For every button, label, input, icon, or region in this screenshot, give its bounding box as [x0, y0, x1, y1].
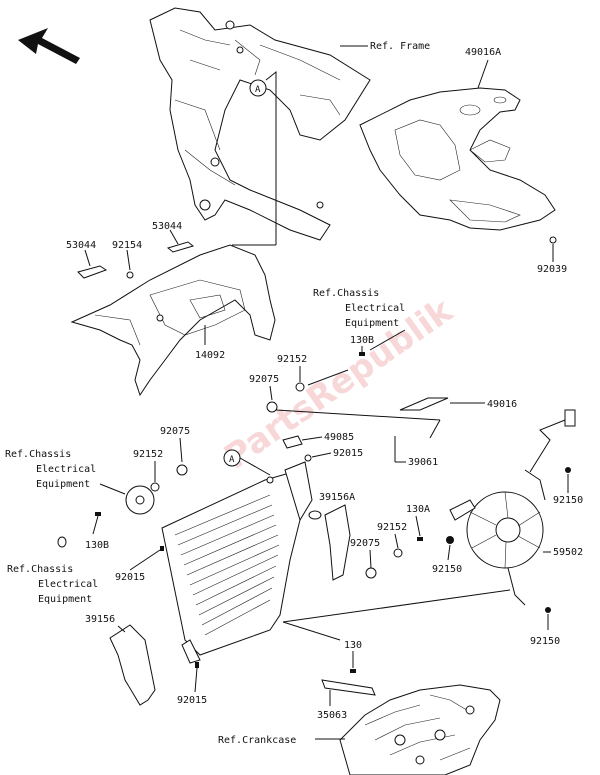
ref-chassis-callout-3: Ref.Chassis Electrical Equipment — [7, 564, 98, 605]
svg-text:Electrical: Electrical — [345, 303, 405, 314]
label-92152-right: 92152 — [377, 522, 407, 533]
label-92015-bottom: 92015 — [177, 695, 207, 706]
ref-crankcase-label: Ref.Crankcase — [218, 735, 296, 746]
label-92075-right: 92075 — [350, 538, 380, 549]
label-92075-left: 92075 — [160, 426, 190, 437]
label-130B-left: 130B — [85, 540, 109, 551]
shroud-39156A — [324, 504, 351, 581]
ref-marker-a-top: A — [249, 79, 267, 97]
label-92039: 92039 — [537, 264, 567, 275]
label-53044-a: 53044 — [66, 240, 96, 251]
label-35063: 35063 — [317, 710, 347, 721]
frame-illustration — [149, 7, 371, 241]
label-49016A: 49016A — [465, 47, 501, 58]
fan-assembly-59502 — [449, 409, 576, 606]
bracket-35063 — [321, 679, 376, 696]
shroud-39156 — [109, 624, 156, 706]
label-92152-left: 92152 — [133, 449, 163, 460]
label-92015-left: 92015 — [115, 572, 145, 583]
front-direction-arrow-icon — [18, 28, 80, 64]
label-49016: 49016 — [487, 399, 517, 410]
svg-text:Equipment: Equipment — [38, 594, 92, 605]
label-92150-top: 92150 — [553, 495, 583, 506]
label-14092: 14092 — [195, 350, 225, 361]
bolt-92039 — [549, 236, 557, 244]
seal-strip-53044-b — [166, 241, 195, 253]
ref-frame-label: Ref. Frame — [370, 41, 430, 52]
svg-text:Ref.Chassis: Ref.Chassis — [7, 564, 73, 575]
svg-text:Ref.Chassis: Ref.Chassis — [313, 288, 379, 299]
plate-49016 — [399, 397, 449, 411]
ref-chassis-callout-1: Ref.Chassis Electrical Equipment — [313, 288, 405, 329]
ref-chassis-callout-2: Ref.Chassis Electrical Equipment — [5, 449, 96, 490]
crankcase-illustration — [339, 684, 501, 775]
svg-text:A: A — [229, 455, 235, 465]
label-53044-b: 53044 — [152, 221, 182, 232]
ref-marker-a-mid: A — [223, 449, 241, 467]
label-92015-mid: 92015 — [333, 448, 363, 459]
svg-text:Electrical: Electrical — [36, 464, 96, 475]
label-59502: 59502 — [553, 547, 583, 558]
label-39061: 39061 — [408, 457, 438, 468]
label-130A: 130A — [406, 504, 430, 515]
label-92152-top: 92152 — [277, 354, 307, 365]
label-39156: 39156 — [85, 614, 115, 625]
label-130B-top: 130B — [350, 335, 374, 346]
label-49085: 49085 — [324, 432, 354, 443]
cover-14092 — [70, 244, 276, 397]
svg-text:Equipment: Equipment — [36, 479, 90, 490]
grommet-49085 — [282, 435, 303, 449]
label-92075-top: 92075 — [249, 374, 279, 385]
label-130: 130 — [344, 640, 362, 651]
label-39156A: 39156A — [319, 492, 355, 503]
svg-text:Ref.Chassis: Ref.Chassis — [5, 449, 71, 460]
svg-text:Electrical: Electrical — [38, 579, 98, 590]
svg-text:Equipment: Equipment — [345, 318, 399, 329]
svg-text:A: A — [255, 85, 261, 95]
label-92150-mid: 92150 — [432, 564, 462, 575]
air-duct-cover-49016A — [359, 87, 556, 231]
radiator-39061 — [161, 461, 313, 664]
label-92154: 92154 — [112, 240, 142, 251]
seal-strip-53044-a — [77, 265, 108, 279]
bolt-130B-top — [359, 352, 365, 356]
label-92150-bottom: 92150 — [530, 636, 560, 647]
